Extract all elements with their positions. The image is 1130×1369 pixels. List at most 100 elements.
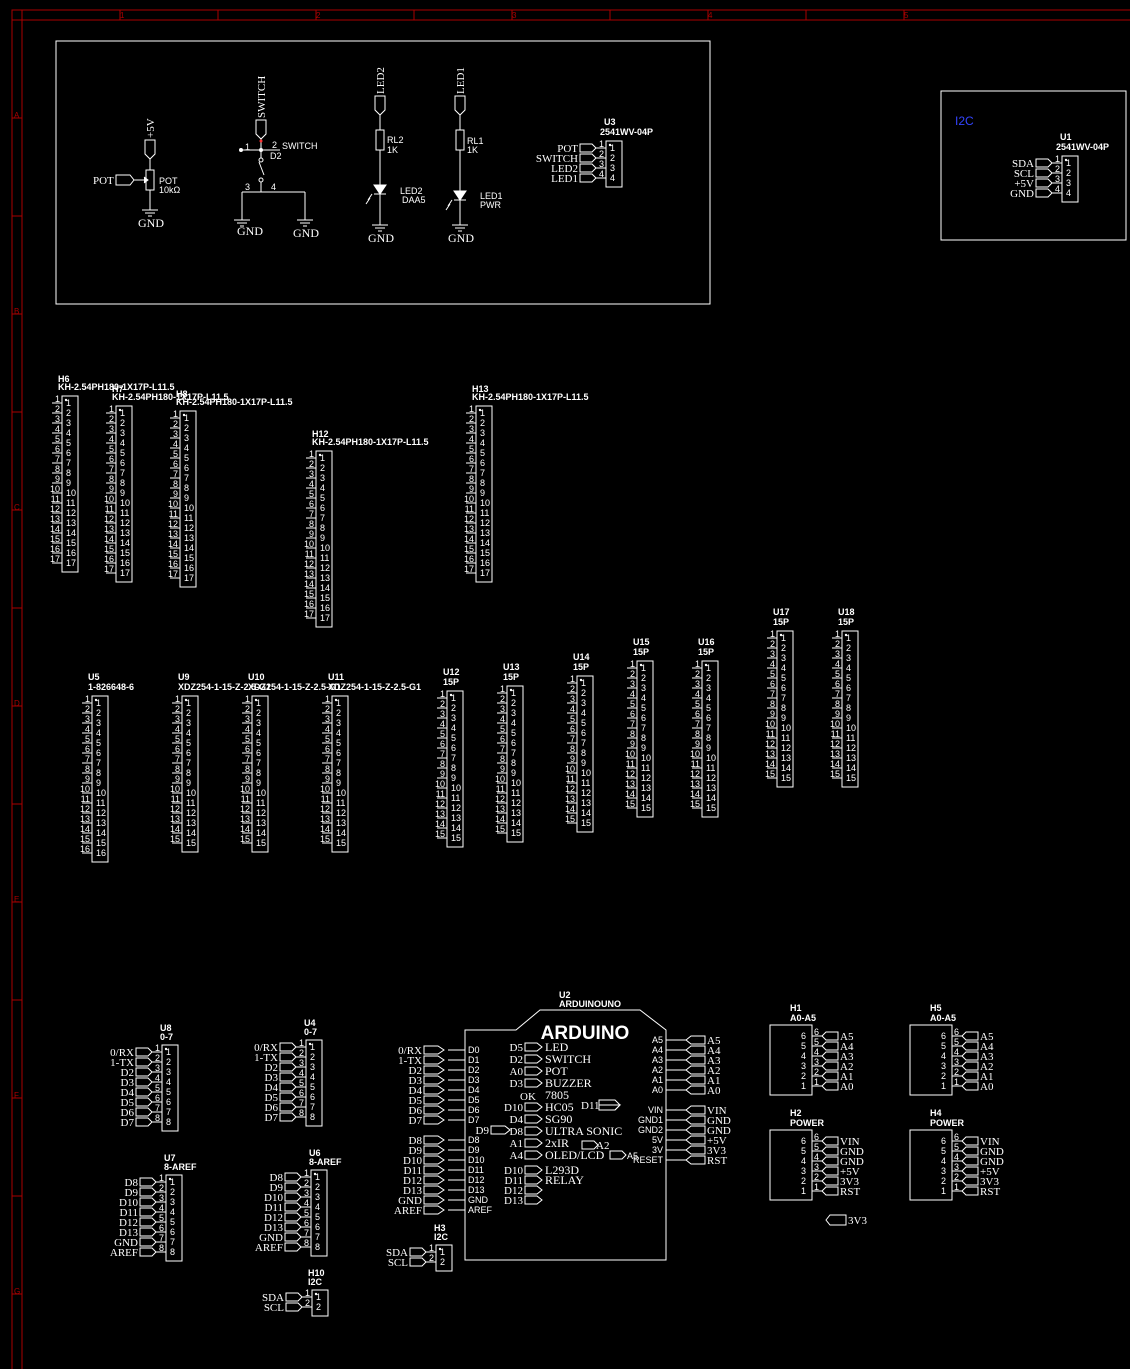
pin-label: 4 [781, 663, 786, 673]
h3-connector-value: I2C [434, 1232, 449, 1242]
header-u10-ref: U10 [248, 672, 265, 682]
net-label: RST [840, 1186, 860, 1198]
pin-label: 5 [170, 1217, 175, 1227]
frame-row-label: C [14, 503, 20, 512]
pin-label: 12 [451, 803, 461, 813]
pin-label: 15 [120, 548, 130, 558]
pin-number: 12 [830, 739, 840, 749]
net-label: D10 [264, 1192, 283, 1204]
pin-number: 6 [695, 709, 700, 719]
pin-label: 1 [451, 693, 456, 703]
led2-res-val: 1K [387, 145, 398, 155]
pin-number: 3 [814, 1057, 819, 1067]
pin-number: 4 [954, 1152, 959, 1162]
u4-connector-value: 0-7 [304, 1027, 317, 1037]
pin-number: 7 [155, 1103, 160, 1113]
pin-number: 13 [168, 529, 178, 539]
pin-label: 15 [66, 538, 76, 548]
pin-number: 17 [168, 569, 178, 579]
pin-label: 5 [781, 673, 786, 683]
pin-label: 10 [184, 503, 194, 513]
pin-number: 11 [81, 794, 90, 804]
pin-number: 15 [565, 814, 575, 824]
pin-label: 10 [451, 783, 461, 793]
pin-number: 4 [801, 1051, 806, 1061]
pin-number: 5 [630, 699, 635, 709]
arduino-left-net: D7 [409, 1115, 423, 1127]
pin-number: 8 [440, 759, 445, 769]
led2-ref: LED2 [400, 186, 423, 196]
pin-label: 11 [256, 798, 265, 808]
pin-label: 7 [581, 738, 586, 748]
pin-number: 9 [175, 774, 180, 784]
pin-number: 2 [429, 1253, 434, 1263]
arduino-block: U2ARDUINOUNOARDUINOD00/RXD11-TXD2D2D3D3D… [394, 990, 731, 1261]
pin-number: 8 [159, 1243, 164, 1253]
pin-number: 3 [440, 709, 445, 719]
u8-connector-value: 0-7 [160, 1032, 173, 1042]
arduino-left-pin: D11 [468, 1165, 484, 1175]
net-label: A2 [980, 1061, 993, 1073]
pin-number: 5 [941, 1041, 946, 1051]
pin-label: 3 [581, 698, 586, 708]
arduino-left-net: D10 [403, 1155, 422, 1167]
pin-number: 6 [941, 1031, 946, 1041]
pin-number: 6 [55, 444, 60, 454]
pin-number: 5 [814, 1142, 819, 1152]
pin-number: 16 [304, 599, 314, 609]
pin-number: 2 [299, 1048, 304, 1058]
pin-label: 9 [186, 778, 191, 788]
net-label: D3 [121, 1077, 135, 1089]
pin-number: 5 [173, 449, 178, 459]
pin-number: 1 [941, 1186, 946, 1196]
led1-gnd-label: GND [448, 231, 474, 245]
pin-number: 4 [309, 479, 314, 489]
frame-col-label: 1 [120, 11, 125, 20]
pin-number: 4 [941, 1051, 946, 1061]
header-u16-value: 15P [698, 647, 714, 657]
pin-number: 2 [1055, 164, 1060, 174]
pin-label: 9 [66, 478, 71, 488]
net-label: D3 [265, 1072, 279, 1084]
arduino-right-net: 3V3 [707, 1145, 726, 1157]
pin-number: 9 [173, 489, 178, 499]
net-label: +5V [840, 1166, 860, 1178]
pin-label: 4 [511, 718, 516, 728]
header-u18-ref: U18 [838, 607, 855, 617]
pin-number: 6 [954, 1132, 959, 1142]
header-u11-ref: U11 [328, 672, 344, 682]
pin-number: 16 [50, 544, 60, 554]
pin-number: 4 [835, 659, 840, 669]
pin-label: 7 [846, 693, 851, 703]
pin-label: 12 [781, 743, 791, 753]
pin-label: 14 [511, 818, 521, 828]
pin-label: 9 [120, 488, 125, 498]
pin-label: 15 [256, 838, 266, 848]
pin-label: 2 [96, 708, 101, 718]
u3-connector-ref: U3 [604, 117, 616, 127]
pin-number: 15 [765, 769, 775, 779]
header-u15-value: 15P [633, 647, 649, 657]
pin-number: 2 [801, 1071, 806, 1081]
pin-number: 2 [814, 1067, 819, 1077]
pin-label: 8 [186, 768, 191, 778]
pin-label: 7 [310, 1102, 315, 1112]
pin-number: 12 [170, 804, 180, 814]
pin-label: 12 [480, 518, 490, 528]
header-h13-value: KH-2.54PH180-1X17P-L11.5 [472, 392, 589, 402]
pin-label: 3 [781, 653, 786, 663]
pin-label: 11 [451, 793, 460, 803]
pin-number: 4 [173, 439, 178, 449]
arduino-left-pin: D8 [468, 1135, 480, 1145]
pin-number: 17 [50, 554, 60, 564]
pin-label: 5 [315, 1212, 320, 1222]
pin-label: 5 [511, 728, 516, 738]
pin-label: 7 [120, 468, 125, 478]
arduino-left-net: D8 [409, 1135, 423, 1147]
pin-label: 6 [120, 458, 125, 468]
arduino-right-pin: A4 [652, 1045, 663, 1055]
pin-label: 2 [256, 708, 261, 718]
pin-label: 14 [581, 808, 591, 818]
